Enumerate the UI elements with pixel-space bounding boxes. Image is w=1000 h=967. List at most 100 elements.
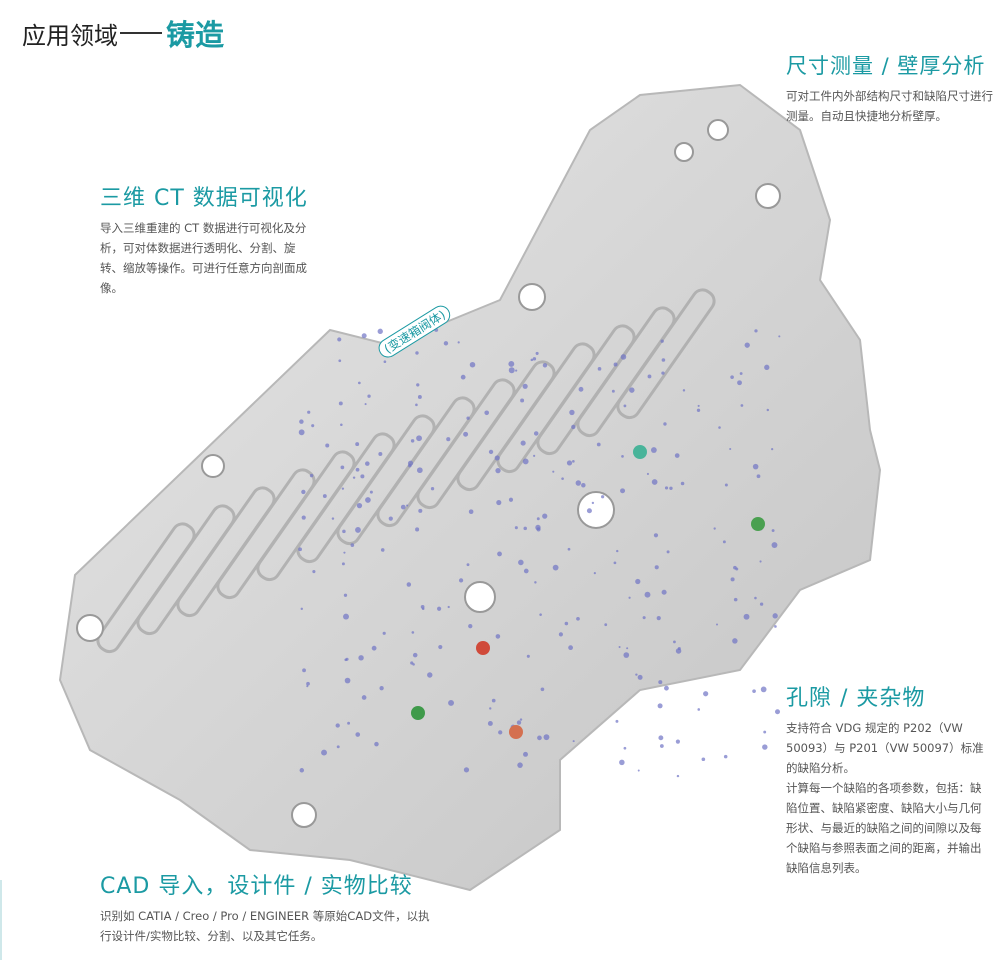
defect-dot: [488, 449, 494, 455]
defect-dot: [623, 652, 630, 658]
defect-dot: [616, 549, 619, 553]
defect-dot: [298, 429, 305, 436]
defect-dot: [438, 644, 443, 650]
section-porosity: 孔隙 / 夹杂物 支持符合 VDG 规定的 P202（VW 50093）与 P2…: [786, 680, 986, 878]
defect-dot: [593, 572, 596, 575]
defect-dot: [623, 404, 627, 408]
defect-dot: [364, 403, 367, 406]
section-title: 孔隙 / 夹杂物: [786, 686, 926, 711]
defect-dot: [771, 542, 778, 549]
defect-dot: [597, 367, 602, 371]
defect-dot: [523, 526, 527, 531]
defect-dot: [619, 759, 625, 766]
defect-dot: [661, 358, 666, 362]
defect-dot: [730, 577, 735, 582]
defect-dot: [735, 567, 739, 571]
defect-dot: [618, 646, 621, 649]
defect-dot: [532, 357, 537, 361]
defect-dot: [536, 517, 540, 521]
defect-dot: [519, 718, 523, 721]
defect-dot: [383, 360, 387, 364]
defect-dot: [586, 508, 592, 514]
defect-dot: [615, 719, 619, 723]
defect-dot: [740, 404, 744, 407]
defect-dot: [469, 361, 476, 368]
defect-dot: [558, 632, 563, 637]
defect-dot: [299, 419, 304, 424]
defect-dot: [458, 578, 464, 583]
defect-dot: [415, 527, 420, 532]
defect-dot: [564, 621, 569, 626]
defect-dot: [306, 685, 309, 688]
defect-dot: [676, 774, 680, 778]
section-title: 尺寸测量 / 壁厚分析: [786, 54, 986, 78]
defect-dot: [526, 654, 530, 658]
defect-dot: [523, 568, 529, 574]
defect-dot: [301, 489, 306, 495]
defect-dot: [361, 333, 367, 339]
defect-dot: [669, 486, 673, 490]
defect-dot: [754, 596, 757, 600]
defect-dot: [491, 698, 496, 703]
section-body: 支持符合 VDG 规定的 P202（VW 50093）与 P201（VW 500…: [786, 721, 984, 775]
casting-holes: [76, 119, 781, 828]
section-ct-visualization: 三维 CT 数据可视化 导入三维重建的 CT 数据进行可视化及分析，可对体数据进…: [100, 180, 315, 298]
defect-dot: [696, 408, 701, 412]
defect-dot: [300, 607, 303, 611]
defect-dot: [337, 337, 342, 342]
defect-dot: [642, 616, 646, 620]
defect-dot: [620, 488, 626, 494]
defect-dot: [517, 762, 523, 768]
defect-dot: [379, 686, 384, 691]
defect-dot: [774, 625, 777, 628]
defect-dot: [713, 527, 716, 530]
defect-dot: [682, 389, 686, 392]
casting-channels: [96, 288, 716, 654]
defect-dot: [542, 363, 548, 368]
defect-dot: [637, 674, 643, 680]
defect-dot: [350, 543, 355, 547]
defect-dot: [635, 578, 641, 585]
defect-dot: [657, 703, 663, 709]
defect-dot: [534, 581, 537, 584]
defect-dot: [552, 564, 559, 571]
defect-dot: [374, 741, 379, 747]
defect-dot: [552, 470, 555, 473]
defect-dot: [301, 515, 306, 520]
defect-dot: [628, 596, 631, 599]
defect-dot: [468, 624, 473, 629]
defect-dot: [415, 403, 418, 407]
defect-dot: [760, 686, 767, 693]
defect-dot: [613, 362, 618, 367]
channel: [616, 288, 716, 420]
defect-dot: [752, 463, 759, 470]
defect-dot: [646, 472, 650, 476]
defect-dot: [635, 673, 638, 676]
defect-dot: [496, 499, 502, 506]
defect-dot: [460, 374, 466, 380]
defect-dot: [309, 473, 314, 478]
defect-dot: [756, 474, 761, 479]
defect-dot: [343, 613, 349, 620]
defect-dot: [666, 550, 670, 554]
defect-dot: [654, 565, 659, 570]
defect-dot: [572, 740, 575, 743]
defect-dot: [514, 526, 518, 530]
defect-dot: [325, 443, 330, 448]
defect-dot: [763, 730, 767, 734]
defect-dot: [508, 361, 515, 367]
defect-dot: [494, 455, 500, 461]
defect-dot: [484, 410, 490, 416]
defect-dot: [355, 442, 360, 447]
defect-dot: [664, 685, 669, 691]
defect-dot: [355, 526, 361, 533]
defect-dot: [647, 374, 652, 379]
defect-dot: [650, 447, 657, 453]
header-prefix: 应用领域: [22, 21, 118, 50]
defect-dot: [487, 721, 493, 726]
defect-dot: [775, 709, 781, 715]
defect-dot: [569, 409, 575, 416]
major-defect: [476, 641, 490, 655]
defect-dot: [515, 369, 518, 372]
defect-dot: [302, 668, 306, 673]
